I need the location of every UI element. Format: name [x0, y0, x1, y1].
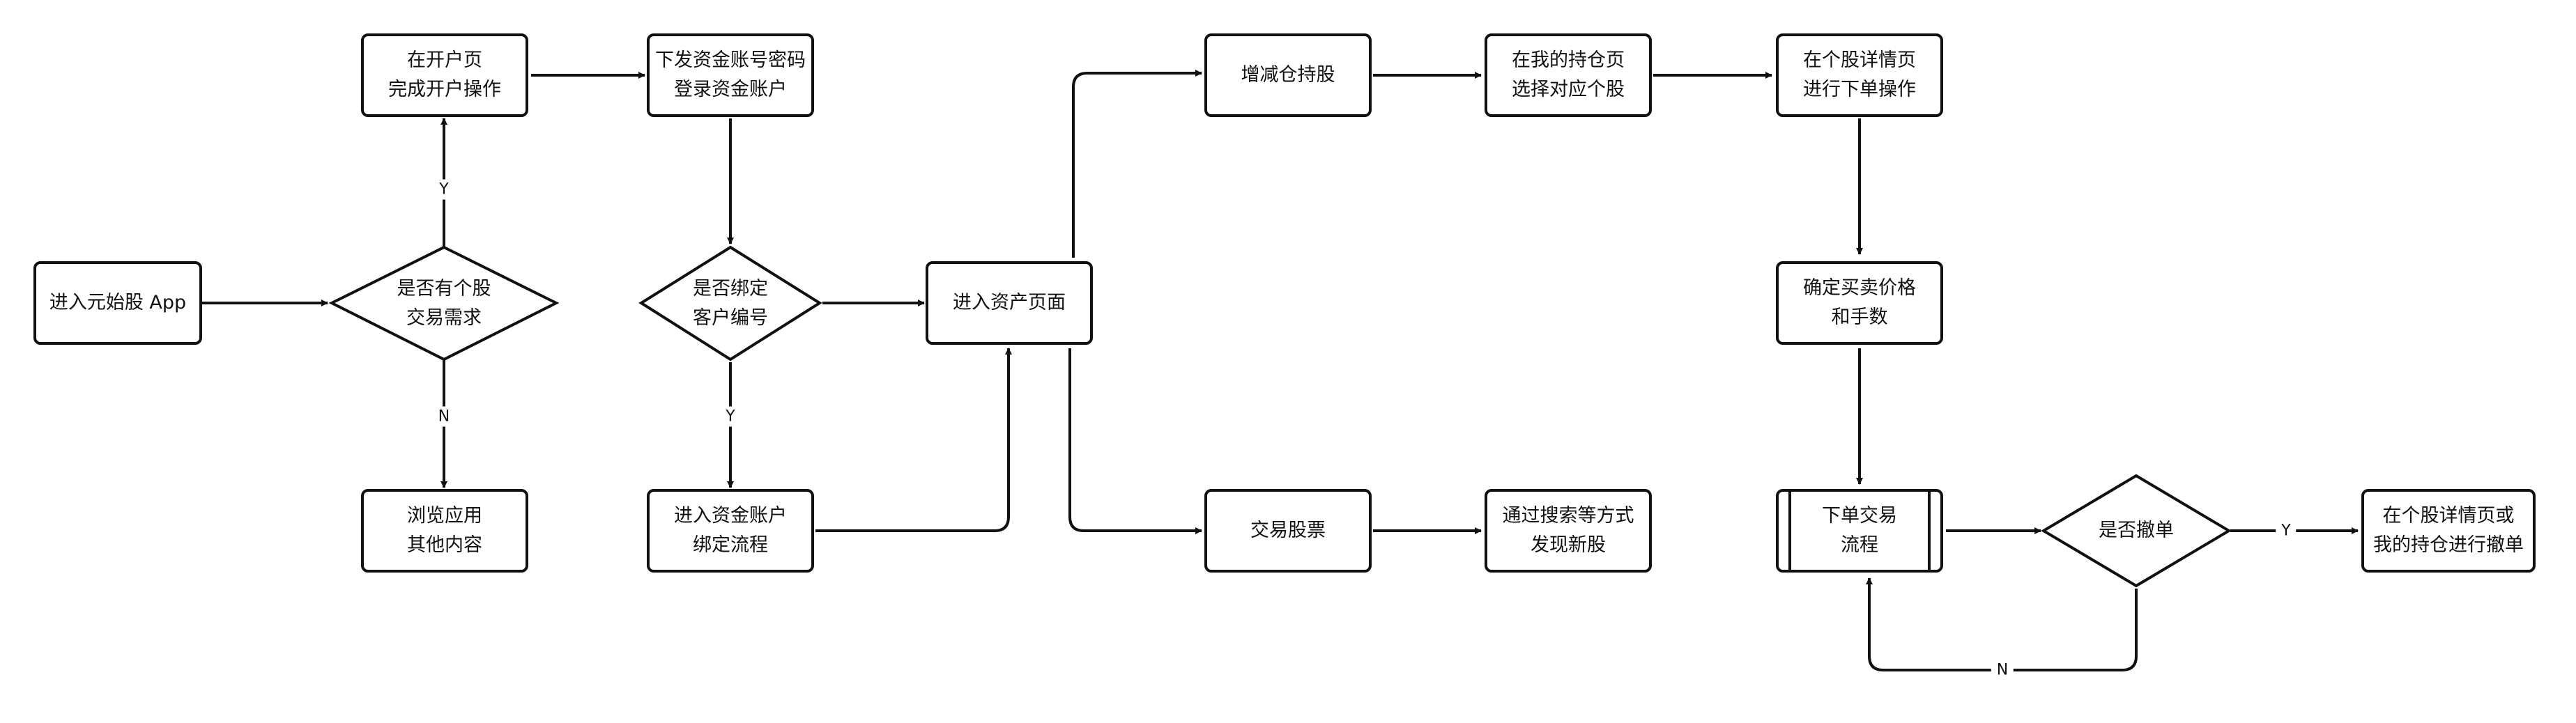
decision-trade-label: 是否有个股 交易需求 — [332, 247, 556, 359]
decision-cancel-text: 是否撤单 — [2099, 520, 2174, 541]
node-fund-login: 下发资金账号密码 登录资金账户 — [647, 33, 814, 117]
decision-trade-shape — [328, 245, 560, 362]
node-fund-login-line1: 下发资金账号密码 — [655, 49, 806, 71]
node-enter-app: 进入元始股 App — [33, 261, 202, 345]
node-asset-page-label: 进入资产页面 — [953, 292, 1066, 313]
subprocess-left-bar — [1788, 492, 1791, 570]
decision-cancel-shape — [2041, 474, 2232, 588]
node-trade-stock-label: 交易股票 — [1250, 520, 1326, 541]
node-trade-stock: 交易股票 — [1204, 489, 1372, 573]
node-enter-app-label: 进入元始股 App — [49, 292, 187, 313]
edge-label-trade-yes: Y — [434, 179, 454, 200]
edge-label-trade-no: N — [432, 406, 456, 427]
node-stock-detail-order-line1: 在个股详情页 — [1803, 49, 1916, 71]
node-browse: 浏览应用 其他内容 — [361, 489, 528, 573]
node-stock-detail-order-line2: 进行下单操作 — [1803, 79, 1916, 100]
node-cancel-order-line2: 我的持仓进行撤单 — [2373, 534, 2524, 556]
decision-bind-label: 是否绑定 客户编号 — [641, 247, 820, 359]
node-bind-flow: 进入资金账户 绑定流程 — [647, 489, 814, 573]
node-browse-line1: 浏览应用 — [407, 505, 482, 527]
node-discover: 通过搜索等方式 发现新股 — [1485, 489, 1652, 573]
decision-bind-shape — [638, 245, 822, 362]
node-open-account-line1: 在开户页 — [407, 49, 482, 71]
node-order-flow-line2: 流程 — [1841, 534, 1878, 556]
node-confirm-price-line1: 确定买卖价格 — [1803, 277, 1916, 299]
subprocess-right-bar — [1928, 492, 1931, 570]
edge-cancel-no — [1866, 577, 2138, 671]
node-cancel-order-line1: 在个股详情页或 — [2382, 505, 2515, 527]
node-confirm-price: 确定买卖价格 和手数 — [1776, 261, 1943, 345]
edge-label-bind-yes: Y — [720, 406, 741, 427]
node-open-account: 在开户页 完成开户操作 — [361, 33, 528, 117]
edge-label-cancel-no: N — [1991, 660, 2014, 681]
node-adjust-holding: 增减仓持股 — [1204, 33, 1372, 117]
node-stock-detail-order: 在个股详情页 进行下单操作 — [1776, 33, 1943, 117]
node-browse-line2: 其他内容 — [407, 534, 482, 556]
edge-asset-to-trade — [1068, 348, 1202, 534]
node-adjust-holding-label: 增减仓持股 — [1241, 64, 1335, 86]
edge-asset-to-adjust — [1072, 70, 1202, 258]
decision-trade-line2: 交易需求 — [406, 306, 482, 329]
edge-bindflow-to-asset — [815, 348, 1012, 532]
decision-bind-line1: 是否绑定 — [693, 277, 768, 300]
node-discover-line1: 通过搜索等方式 — [1502, 505, 1634, 527]
node-cancel-order: 在个股详情页或 我的持仓进行撤单 — [2361, 489, 2536, 573]
node-bind-flow-line1: 进入资金账户 — [674, 505, 787, 527]
decision-bind-line2: 客户编号 — [693, 306, 768, 329]
node-fund-login-line2: 登录资金账户 — [674, 79, 787, 100]
edge-label-cancel-yes: Y — [2276, 520, 2297, 541]
node-open-account-line2: 完成开户操作 — [388, 79, 501, 100]
node-confirm-price-line2: 和手数 — [1831, 306, 1888, 328]
node-order-flow-line1: 下单交易 — [1822, 505, 1897, 527]
decision-cancel-label: 是否撤单 — [2044, 476, 2229, 586]
node-bind-flow-line2: 绑定流程 — [693, 534, 768, 556]
node-discover-line2: 发现新股 — [1531, 534, 1606, 556]
node-asset-page: 进入资产页面 — [926, 261, 1093, 345]
node-order-flow: 下单交易 流程 — [1776, 489, 1943, 573]
decision-trade-line1: 是否有个股 — [397, 277, 491, 300]
node-select-holding-line2: 选择对应个股 — [1512, 79, 1625, 100]
node-select-holding-line1: 在我的持仓页 — [1512, 49, 1625, 71]
node-select-holding: 在我的持仓页 选择对应个股 — [1485, 33, 1652, 117]
